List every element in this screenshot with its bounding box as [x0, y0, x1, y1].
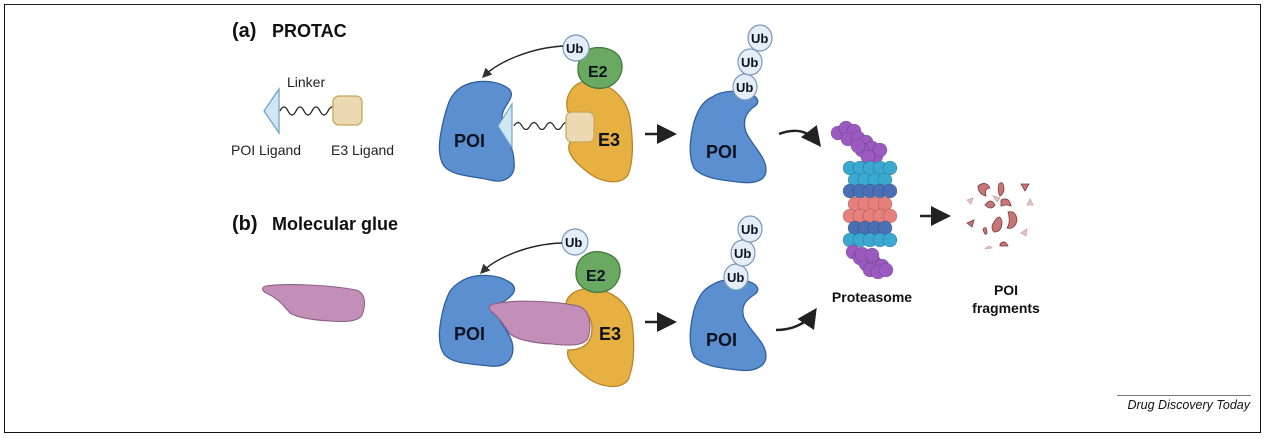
protac-molecule: Linker POI Ligand E3 Ligand [231, 74, 394, 158]
poi-fragment-piece [966, 219, 975, 228]
poi-fragment-piece [982, 227, 988, 235]
poi-label: POI [706, 142, 737, 162]
poi-fragment-piece [1026, 198, 1034, 206]
poi-protein-shape [689, 90, 767, 184]
poi-fragment-piece [1006, 211, 1018, 229]
molecular-glue-shape [262, 284, 366, 323]
proteasome-cap-bead [850, 138, 866, 154]
bound-poi-ligand [497, 102, 513, 150]
ub-chain-label: Ub [734, 246, 751, 261]
ub-label: Ub [565, 235, 582, 250]
poi-protein-shape [438, 274, 516, 367]
e2-enzyme-shape [577, 46, 623, 89]
poi-fragments [966, 182, 1034, 250]
ub-chain-label: Ub [736, 80, 753, 95]
fragments-label-line1: POI [994, 282, 1018, 298]
poi-fragment-piece [977, 183, 991, 197]
ub-chain-label: Ub [741, 55, 758, 70]
panel-b-title: Molecular glue [272, 214, 398, 234]
e3-label: E3 [599, 324, 621, 344]
poi-fragment-piece [999, 241, 1009, 247]
curved-arrow-to-proteasome-b [775, 307, 817, 332]
e3-ligand-shape [332, 95, 363, 126]
curved-arrow-to-proteasome-a [778, 125, 822, 147]
credit-rule [1117, 395, 1251, 396]
bound-molecular-glue [488, 300, 591, 346]
poi-ligand-label: POI Ligand [231, 142, 301, 158]
e2-label: E2 [586, 268, 606, 285]
linker-label: Linker [287, 74, 325, 90]
e2-label: E2 [588, 64, 608, 81]
ubiquitin-shape [561, 228, 589, 256]
source-credit: Drug Discovery Today [1127, 398, 1250, 412]
poi-fragment-piece [1020, 228, 1028, 237]
poi-fragment-piece [966, 197, 974, 205]
proteasome-core-bead [882, 208, 898, 224]
ubiquitinated-poi-a: POI Ub Ub Ub [689, 24, 773, 184]
poi-fragment-piece [997, 182, 1005, 197]
proteasome [830, 120, 898, 280]
e3-ligand-label: E3 Ligand [331, 142, 394, 158]
panel-a: (a) PROTAC Linker POI Ligand E3 Ligand E… [231, 20, 822, 184]
panel-a-title: PROTAC [272, 21, 347, 41]
proteasome-cap-bead [864, 247, 880, 263]
poi-label: POI [454, 131, 485, 151]
panel-b: (b) Molecular glue E2 Ub POI E3 POI Ub U… [232, 213, 817, 387]
poi-label: POI [454, 324, 485, 344]
poi-fragment-piece [1020, 183, 1030, 192]
ubiquitin-shape [737, 215, 763, 243]
ubiquitin-shape [562, 34, 590, 62]
poi-fragment-piece [991, 216, 1003, 233]
bound-e3-ligand [565, 111, 595, 143]
poi-fragment-piece [1000, 198, 1012, 207]
poi-fragment-piece [984, 200, 996, 209]
poi-ligand-shape [263, 87, 280, 135]
poi-protein-shape [689, 278, 767, 372]
poi-fragment-piece [992, 195, 1001, 203]
ubiquitin-shape [747, 24, 773, 52]
linker-squiggle-bound [513, 121, 571, 131]
figure-frame [4, 4, 1261, 433]
ternary-complex-protac: E2 Ub POI E3 [438, 34, 634, 183]
ub-chain-label: Ub [741, 222, 758, 237]
fragments-label-line2: fragments [972, 300, 1040, 316]
e2-enzyme-shape [575, 251, 621, 293]
proteasome-cap-bead [872, 142, 888, 158]
proteasome-label: Proteasome [832, 289, 912, 305]
ub-label: Ub [566, 41, 583, 56]
proteasome-core-bead [877, 196, 893, 212]
proteasome-alpha-ring-bead [882, 160, 898, 176]
proteasome-beta-ring-bead [882, 183, 898, 199]
ternary-complex-glue: E2 Ub POI E3 [438, 228, 635, 387]
ub-transfer-arrow [480, 242, 563, 274]
ubiquitin-shape [737, 48, 763, 76]
proteasome-cap-bead [878, 262, 894, 278]
poi-fragment-piece [984, 245, 993, 250]
proteasome-beta-ring-bead [877, 220, 893, 236]
ub-transfer-arrow [482, 45, 564, 78]
ubiquitinated-poi-b: POI Ub Ub Ub [689, 215, 767, 372]
ub-chain-label: Ub [751, 31, 768, 46]
e3-label: E3 [598, 130, 620, 150]
panel-a-label: (a) [232, 20, 256, 42]
panel-b-label: (b) [232, 213, 258, 235]
proteasome-alpha-ring-bead [882, 232, 898, 248]
poi-protein-shape [438, 80, 515, 182]
ub-chain-label: Ub [727, 270, 744, 285]
linker-squiggle [279, 106, 337, 116]
poi-label: POI [706, 330, 737, 350]
